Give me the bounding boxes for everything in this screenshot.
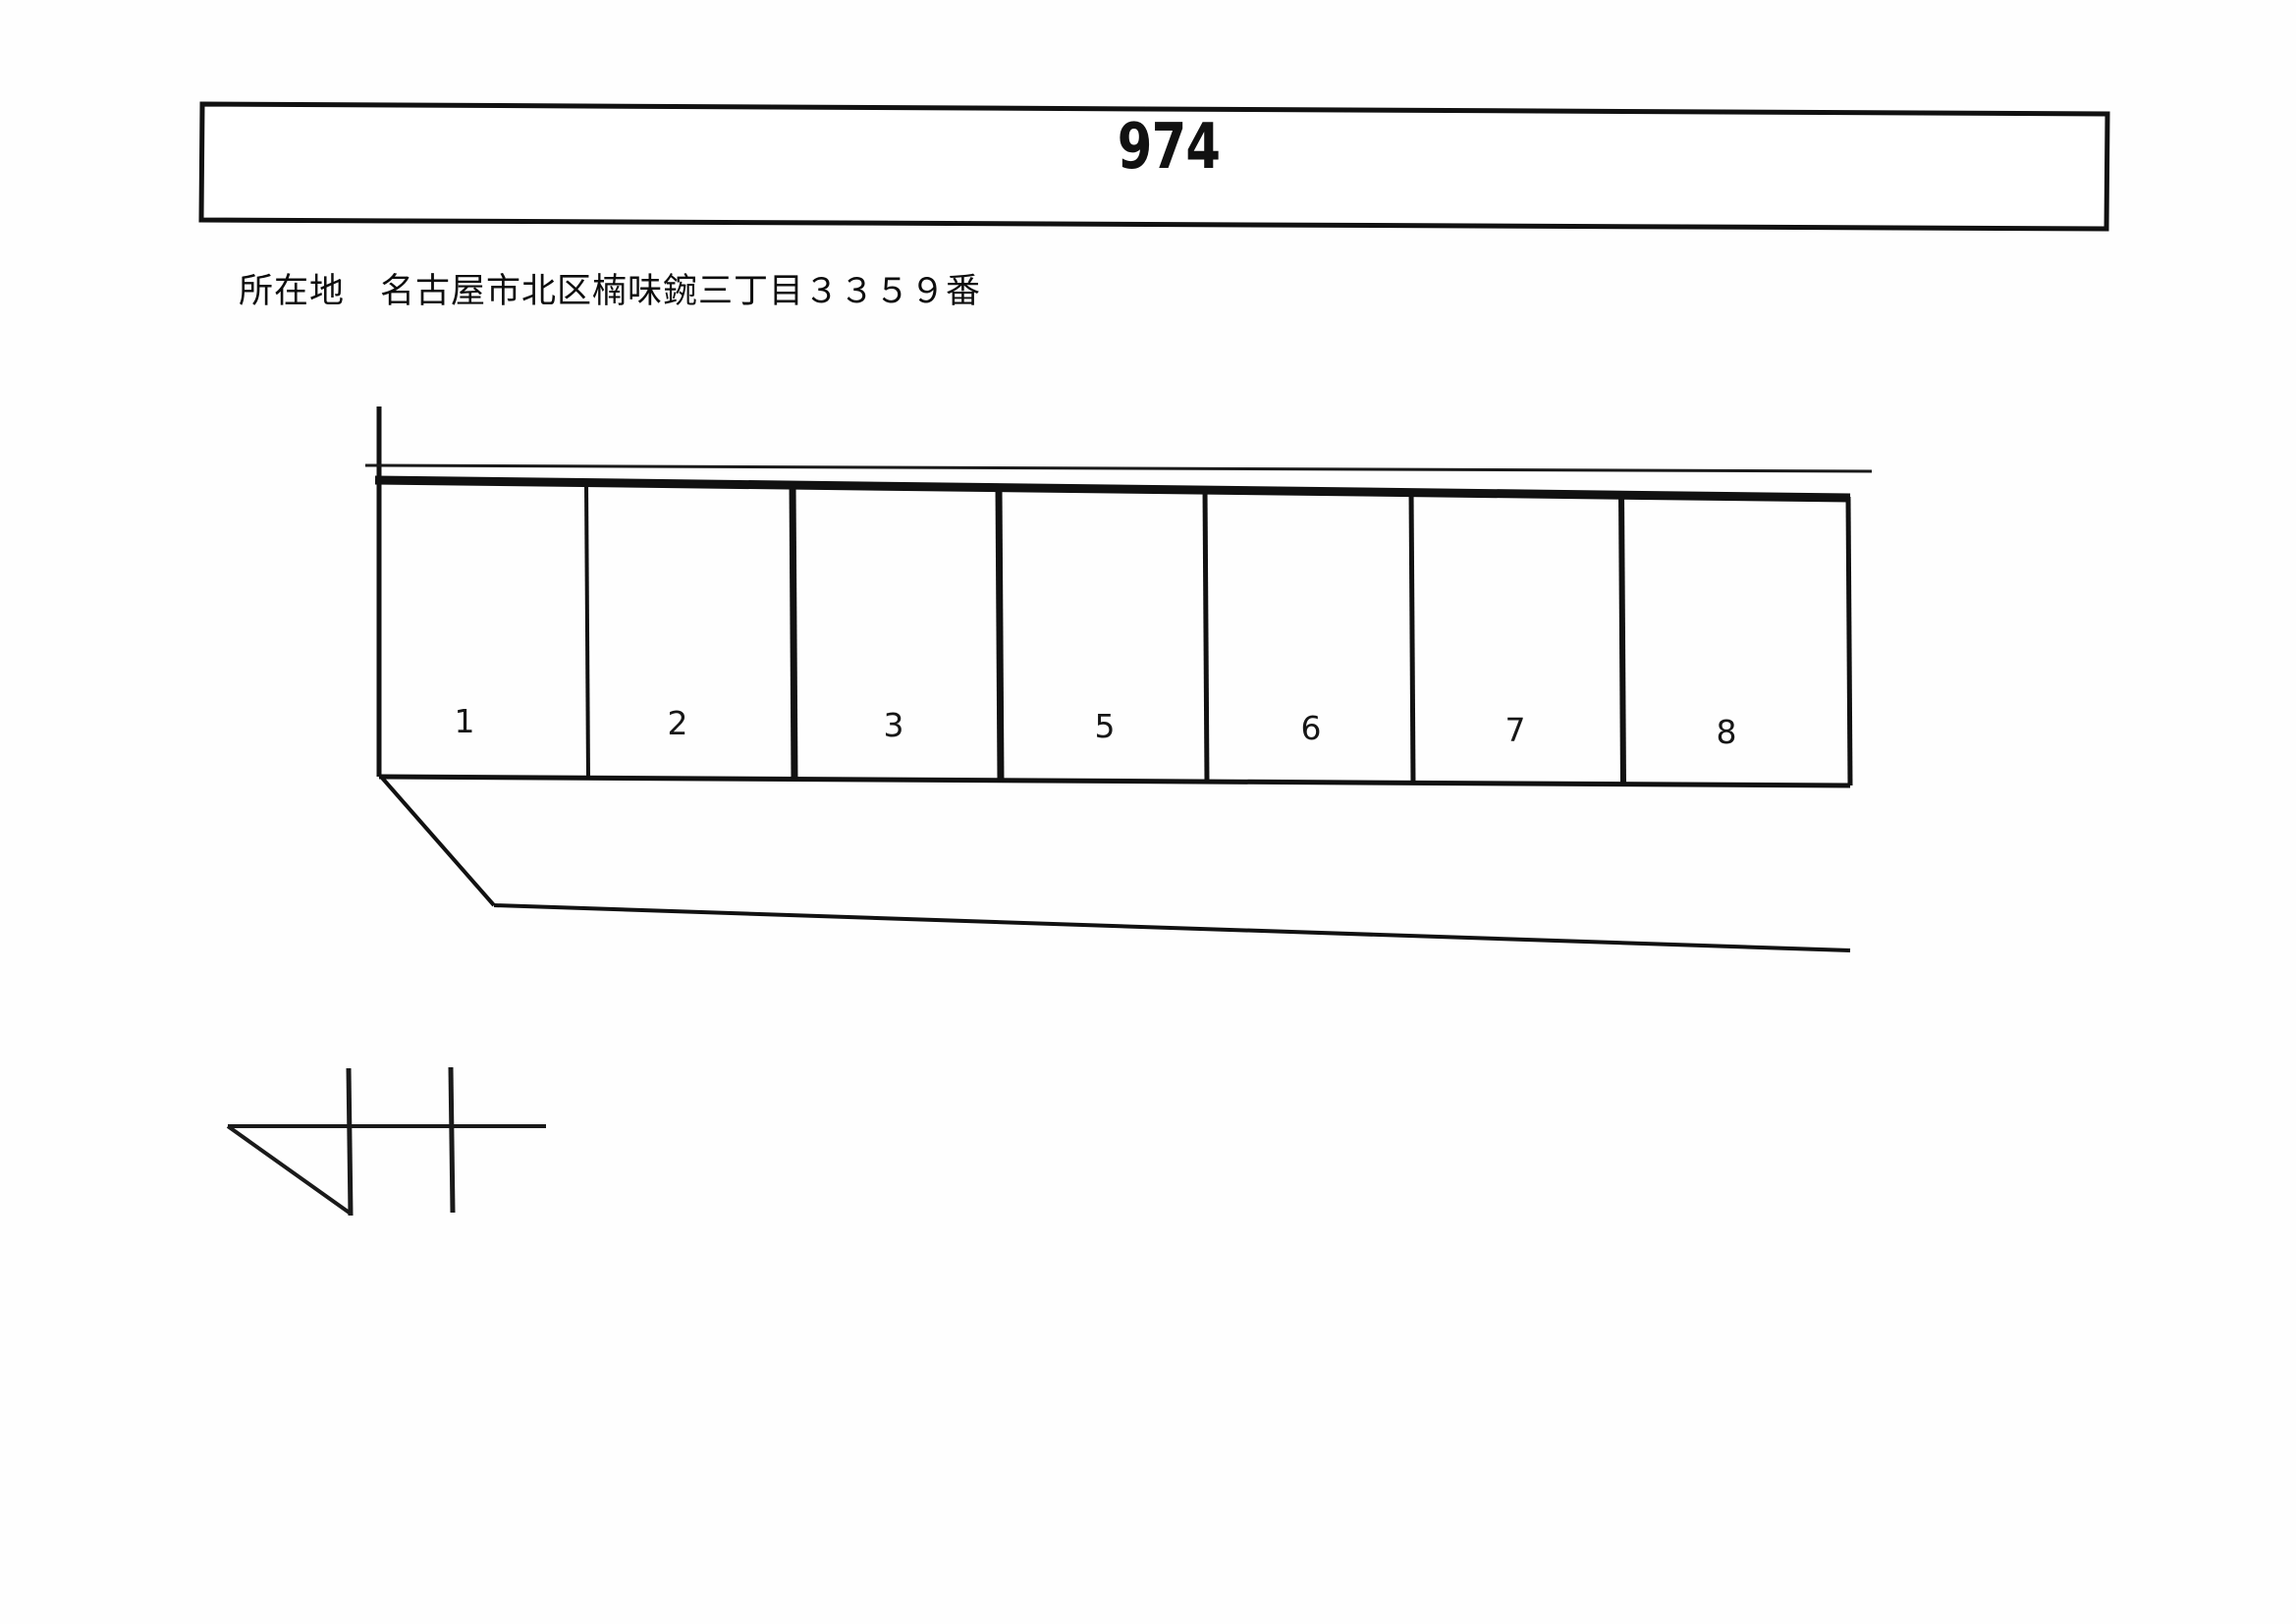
stall-divider-7-8 bbox=[1618, 490, 1626, 785]
stall-divider-1-2 bbox=[584, 480, 590, 780]
north-arrow-crossbar-outer bbox=[448, 1066, 456, 1214]
stall-divider-2-3 bbox=[789, 482, 798, 782]
stall-divider-5-6 bbox=[1202, 486, 1210, 784]
stall-label-3: 3 bbox=[883, 706, 904, 744]
stall-label-5: 5 bbox=[1094, 707, 1116, 745]
north-arrow-icon bbox=[226, 1066, 546, 1217]
stall-label-8: 8 bbox=[1716, 713, 1737, 751]
stall-label-1: 1 bbox=[454, 702, 475, 740]
site-boundary bbox=[364, 406, 1873, 952]
stall-divider-3-5 bbox=[995, 484, 1005, 783]
address-line: 所在地 名古屋市北区楠味鋺三丁目３３５９番 bbox=[239, 272, 982, 311]
stall-label-6: 6 bbox=[1300, 709, 1322, 747]
north-arrow-crossbar-inner bbox=[346, 1067, 354, 1217]
stall-divider-right-end bbox=[1845, 496, 1853, 786]
stall-divider-6-7 bbox=[1408, 488, 1416, 785]
boundary-road-edge bbox=[364, 463, 1873, 473]
parking-stall-block bbox=[374, 475, 1853, 788]
stall-label-7: 7 bbox=[1504, 711, 1526, 749]
stall-block-top-edge bbox=[374, 475, 1851, 503]
boundary-southwest-diagonal bbox=[379, 775, 496, 907]
north-arrow-barb bbox=[226, 1124, 353, 1216]
stall-block-bottom-edge bbox=[378, 774, 1851, 788]
boundary-south-edge bbox=[493, 903, 1851, 952]
stall-label-2: 2 bbox=[667, 704, 688, 742]
page-title: 974 bbox=[1117, 111, 1221, 184]
